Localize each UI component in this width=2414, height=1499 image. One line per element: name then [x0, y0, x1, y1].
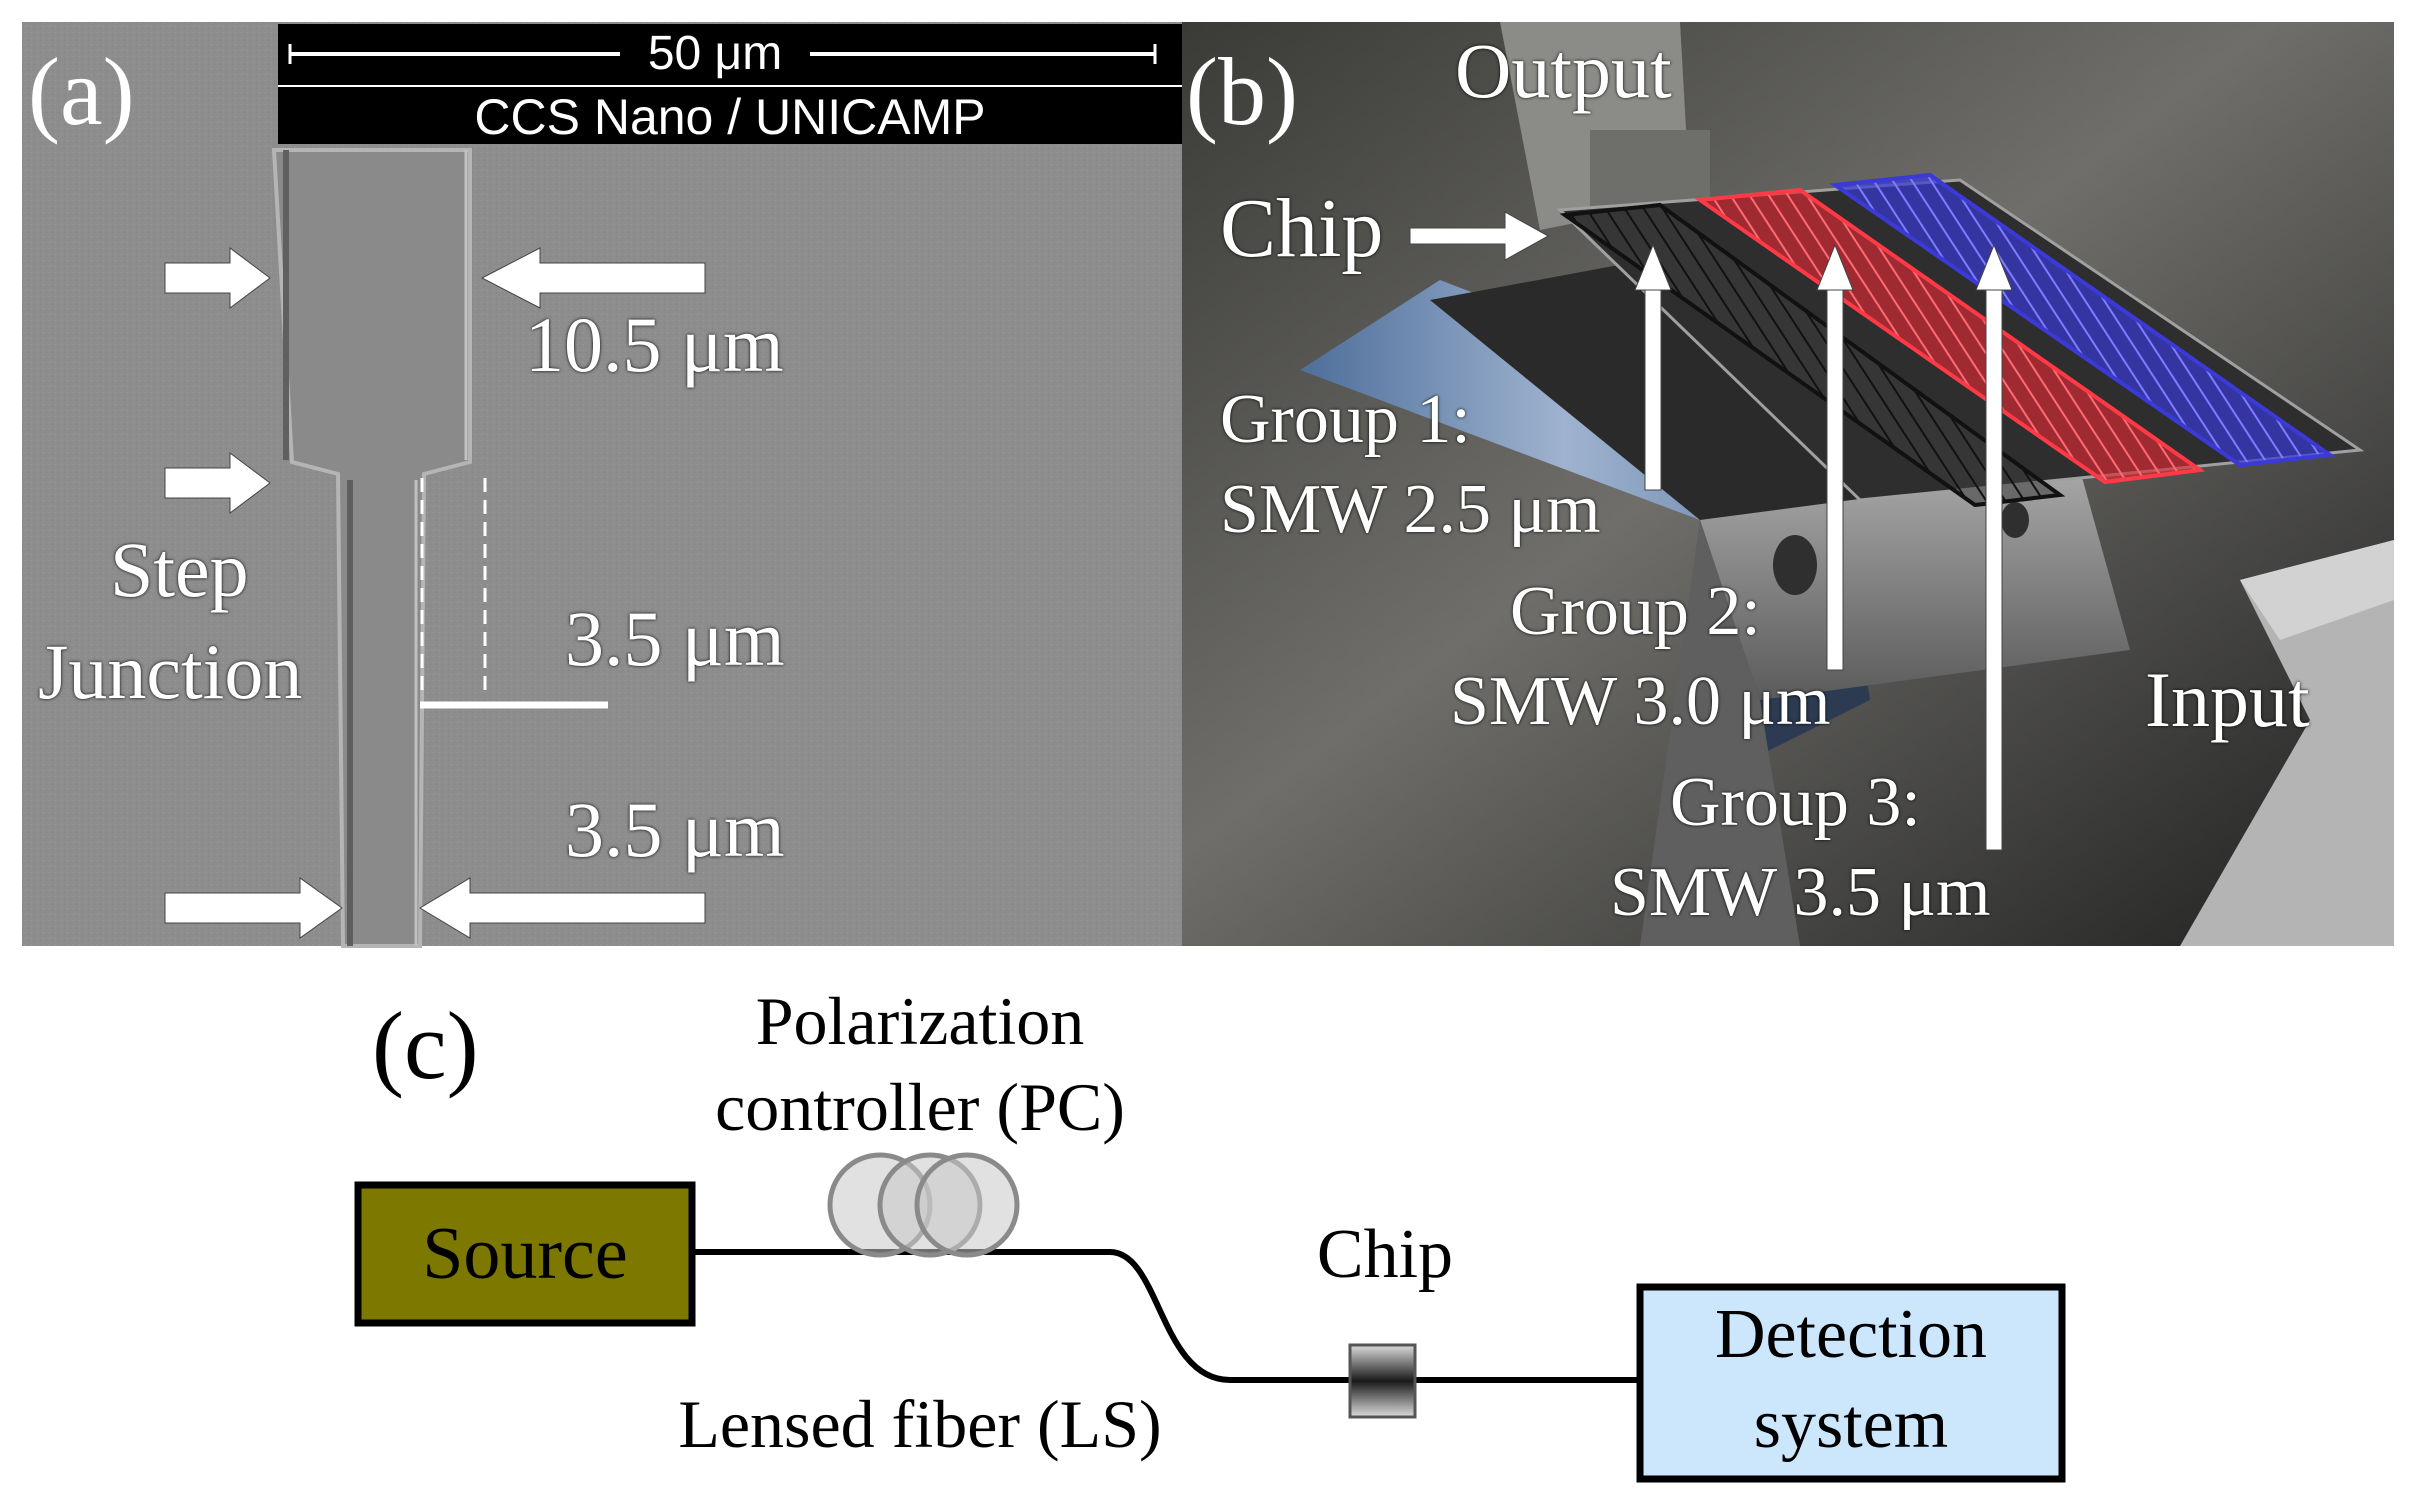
scale-bar-label: 50 μm — [647, 27, 783, 80]
width-mid-label: 3.5 μm — [565, 595, 785, 682]
chip-photo-label: Chip — [1220, 182, 1384, 275]
group-3-width: SMW 3.5 μm — [1610, 854, 1991, 931]
lensed-fiber-label: Lensed fiber (LS) — [678, 1386, 1162, 1462]
group-1-width: SMW 2.5 μm — [1220, 471, 1601, 548]
pc-label-line2: controller (PC) — [715, 1069, 1125, 1145]
panel-b-label: (b) — [1186, 38, 1298, 145]
panel-c-schematic — [354, 1152, 2066, 1483]
width-bottom-label: 3.5 μm — [565, 786, 785, 873]
output-label: Output — [1455, 27, 1672, 114]
pc-label-line1: Polarization — [755, 983, 1085, 1059]
group-2-width: SMW 3.0 μm — [1450, 663, 1831, 740]
panel-a-label: (a) — [28, 38, 135, 145]
panel-b-photo — [1182, 22, 2394, 946]
instrument-banner: CCS Nano / UNICAMP — [474, 89, 986, 145]
group-2-label: Group 2: — [1510, 573, 1761, 650]
pc-loop — [914, 1152, 1020, 1258]
chip-block — [1348, 1343, 1417, 1419]
lensed-fiber — [690, 1249, 1350, 1383]
source-box — [354, 1181, 696, 1327]
step-junction-label-2: Junction — [38, 628, 303, 715]
source-label: Source — [422, 1213, 628, 1295]
group-1-label: Group 1: — [1220, 381, 1471, 458]
step-junction-label-1: Step — [110, 526, 249, 613]
group-2-stripe — [1694, 187, 2206, 485]
detection-box — [1636, 1283, 2066, 1483]
group-3-label: Group 3: — [1670, 764, 1921, 841]
group-3-stripe — [1829, 172, 2336, 468]
width-top-label: 10.5 μm — [525, 301, 784, 388]
detection-label-line1: Detection — [1714, 1296, 1988, 1373]
chip-schematic-label: Chip — [1316, 1216, 1454, 1293]
detection-label-line2: system — [1753, 1386, 1949, 1463]
input-label: Input — [2145, 656, 2310, 743]
panel-c-label: (c) — [372, 992, 479, 1099]
panel-a-sem-image — [22, 22, 1182, 948]
